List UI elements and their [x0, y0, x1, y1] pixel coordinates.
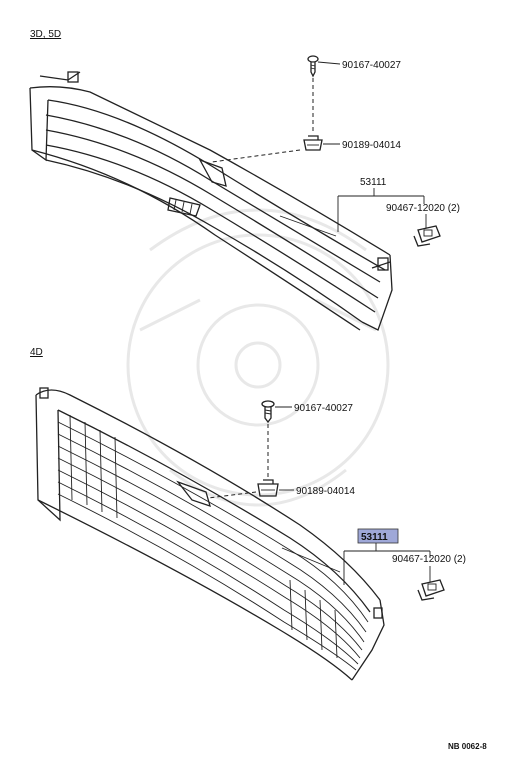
watermark-emblem: [126, 208, 390, 507]
lower-retainer-part-number: 90467-12020 (2): [392, 554, 466, 565]
lower-clip-icon: [257, 479, 279, 497]
upper-retainer-part-number: 90467-12020 (2): [386, 203, 460, 214]
upper-retainer-icon: [413, 225, 441, 247]
lower-clip-part-number: 90189-04014: [296, 486, 355, 497]
upper-screw-part-number: 90167-40027: [342, 60, 401, 71]
figure-reference: NB 0062-8: [448, 742, 487, 751]
lower-retainer-icon: [417, 579, 445, 601]
upper-screw-leader: [317, 61, 341, 65]
section-label-4d: 4D: [30, 347, 43, 358]
upper-grille-drawing: [29, 71, 393, 331]
upper-clip-part-number: 90189-04014: [342, 140, 401, 151]
lower-clip-guide: [207, 491, 257, 499]
lower-grille-part-number[interactable]: 53111: [361, 532, 388, 543]
upper-clip-guide: [211, 149, 301, 163]
lower-grille-leader: [343, 543, 431, 585]
upper-grille-part-number: 53111: [360, 177, 387, 188]
upper-grille-leader: [337, 188, 425, 232]
lower-screw-icon: [261, 400, 275, 424]
upper-clip-icon: [303, 135, 323, 151]
highlight-box[interactable]: [357, 528, 399, 544]
lower-grille-drawing: [35, 387, 385, 681]
lower-screw-part-number: 90167-40027: [294, 403, 353, 414]
section-label-3d-5d: 3D, 5D: [30, 29, 61, 40]
upper-screw-icon: [307, 55, 319, 78]
